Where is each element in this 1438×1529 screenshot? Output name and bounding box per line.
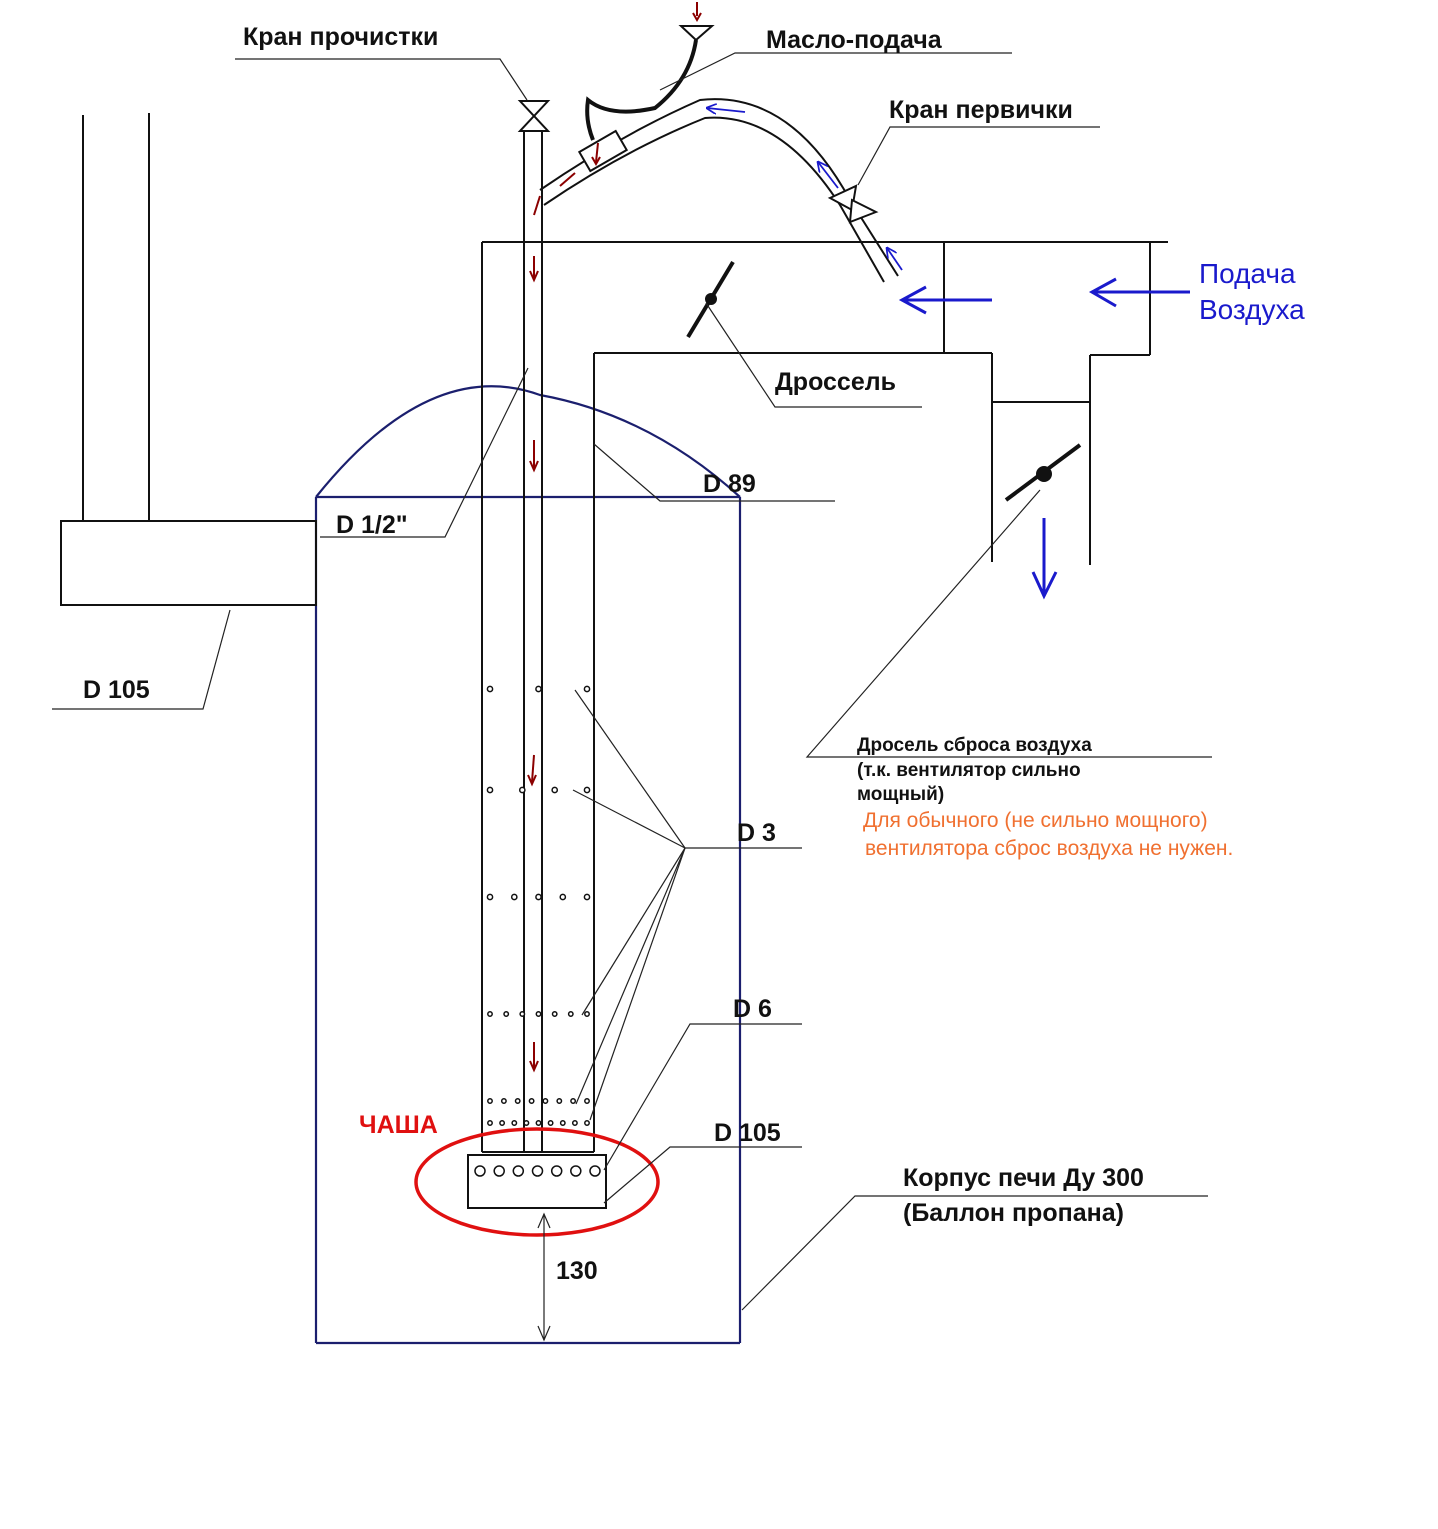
label-furnace-body-1: Корпус печи Ду 300 [903,1164,1144,1192]
air-hole [583,786,591,794]
throttle-valve [686,260,735,339]
label-cleaning-valve: Кран прочистки [243,23,438,51]
air-hole [547,1120,554,1126]
label-d6: D 6 [733,995,772,1023]
air-hole [551,786,559,794]
air-hole [486,786,494,794]
oil-flow-arrows [527,142,601,1073]
label-relief-throttle-2: (т.к. вентилятор сильно [857,760,1081,781]
air-hole [514,1098,521,1104]
note-line-1: Для обычного (не сильно мощного) [863,809,1208,832]
air-hole [567,1011,574,1017]
air-duct [481,241,1168,1153]
bowl-hole [570,1165,582,1177]
label-d105-chimney: D 105 [83,676,150,704]
air-relief-throttle [1004,443,1082,502]
air-flow-arrows [898,277,1190,600]
air-hole [535,1011,542,1017]
label-air-supply-2: Воздуха [1199,294,1305,325]
label-oil-feed: Масло-подача [766,26,943,54]
furnace-body [314,385,742,1345]
leader-lines [52,52,1212,1311]
bowl-holes [474,1165,601,1177]
air-hole [486,685,494,693]
air-hole [510,893,518,901]
air-hole [559,893,567,901]
label-primary-air-valve: Кран первички [889,96,1073,124]
note-line-2: вентилятора сброс воздуха не нужен. [865,837,1233,860]
air-hole [499,1120,506,1126]
air-hole [503,1011,510,1017]
air-hole [551,1011,558,1017]
air-hole [556,1098,563,1104]
air-hole [570,1098,577,1104]
air-hole [500,1098,507,1104]
air-hole [528,1098,535,1104]
bowl-highlight [414,1127,660,1237]
bowl [414,1127,660,1237]
label-dimension-130: 130 [556,1257,598,1285]
air-hole [487,1098,493,1104]
bowl-hole [531,1165,544,1177]
label-throttle: Дроссель [775,368,896,396]
label-d89: D 89 [703,470,756,498]
bowl-hole [493,1165,505,1177]
label-d105-bowl: D 105 [714,1119,781,1147]
air-hole [584,1098,590,1104]
air-hole [583,685,591,693]
air-hole [487,1011,493,1017]
label-relief-throttle-3: мощный) [857,784,944,805]
dimension-130 [537,1212,551,1342]
label-bowl: ЧАША [359,1111,438,1139]
air-hole [584,1120,590,1126]
air-hole [486,893,494,901]
oil-feed [577,2,715,173]
air-hole [523,1120,530,1126]
bowl-hole [512,1165,525,1177]
air-hole [535,893,542,901]
air-hole [519,1011,526,1017]
air-hole [583,893,591,901]
air-hole [511,1120,518,1126]
air-hole [571,1120,578,1126]
bowl-hole [474,1165,486,1177]
label-air-supply-1: Подача [1199,258,1296,289]
air-hole [535,685,542,693]
cleaning-valve [517,100,551,132]
air-hole [584,1011,590,1017]
label-relief-throttle-1: Дросель сброса воздуха [857,735,1092,756]
air-hole [487,1120,493,1126]
label-d-half-inch: D 1/2" [336,511,408,539]
bowl-hole [550,1165,563,1177]
label-d3: D 3 [737,819,776,847]
air-hole [518,786,526,794]
air-hole [542,1098,549,1104]
bowl-hole [589,1165,601,1177]
oil-tube [523,130,543,1152]
chimney-pipe [60,113,317,606]
air-hole [535,1120,542,1126]
primary-air-valve [827,184,879,224]
air-hole [559,1120,566,1126]
label-furnace-body-2: (Баллон пропана) [903,1199,1124,1227]
air-holes [486,685,591,1126]
